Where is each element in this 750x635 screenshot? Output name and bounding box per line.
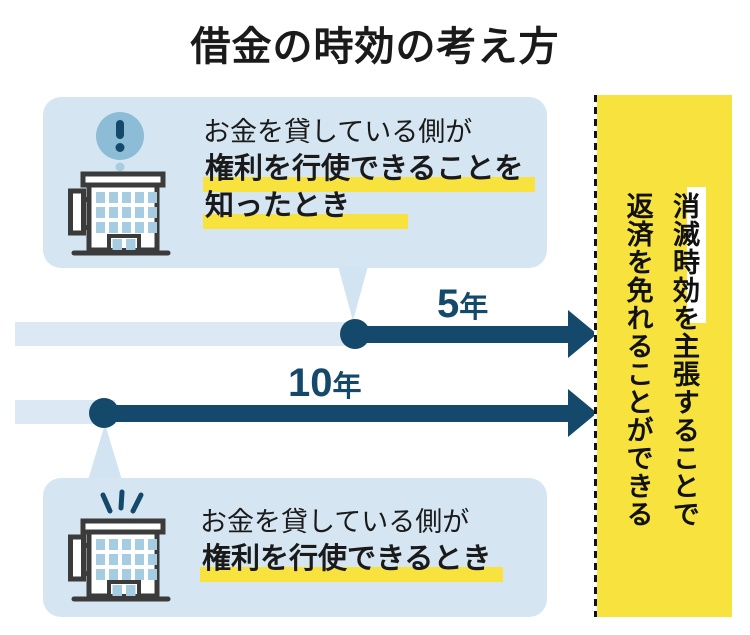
banner-dashed-border	[594, 95, 597, 617]
office-building-alert-icon	[68, 112, 171, 256]
page-title: 借金の時効の考え方	[190, 25, 560, 69]
banner-line1-rest: を主張することで	[669, 304, 699, 528]
top-callout-pointer	[338, 266, 368, 321]
top-callout-card: お金を貸している側が 権利を行使できることを 知ったとき	[43, 97, 547, 268]
start-dot-10y	[89, 398, 119, 428]
building-door	[107, 234, 141, 252]
timeline-track-5y	[15, 322, 360, 346]
building-icon	[68, 171, 171, 256]
top-card-line3-highlight: 知ったとき	[203, 190, 409, 229]
building-windows	[96, 539, 157, 580]
arrow-bar-5y	[352, 326, 570, 343]
top-card-line2-highlight: 権利を行使できることを	[203, 153, 536, 192]
building-windows	[96, 192, 157, 233]
label-10y-number: 10	[288, 361, 333, 405]
label-5y-unit: 年	[459, 292, 489, 324]
label-10y-unit: 年	[332, 371, 362, 403]
bottom-card-line2-highlight: 権利を行使できるとき	[200, 543, 504, 582]
bottom-card-text: お金を貸している側が 権利を行使できるとき	[200, 504, 504, 582]
building-door	[107, 580, 141, 598]
rays-icon	[100, 489, 144, 514]
top-card-text: お金を貸している側が 権利を行使できることを 知ったとき	[203, 114, 536, 229]
alert-bubble-icon	[96, 112, 144, 172]
banner-line2: 返済を免れることができる	[622, 192, 653, 528]
top-card-line1: お金を貸している側が	[203, 117, 473, 147]
start-dot-5y	[340, 319, 370, 349]
result-banner: 消滅時効を主張することで返済を免れることができる	[594, 95, 732, 617]
bottom-callout-pointer	[88, 424, 122, 480]
bottom-card-line1: お金を貸している側が	[200, 507, 470, 537]
banner-text: 消滅時効を主張することで返済を免れることができる	[614, 192, 707, 528]
arrow-head-10y	[568, 389, 597, 437]
label-5y: 5年	[437, 284, 488, 324]
office-building-rays-icon	[68, 489, 171, 602]
banner-term: 消滅時効	[669, 192, 699, 304]
arrow-bar-10y	[101, 405, 570, 422]
building-icon	[68, 518, 171, 602]
label-5y-number: 5	[437, 282, 460, 326]
label-10y: 10年	[288, 363, 362, 403]
banner-term-white-marker	[687, 187, 706, 323]
bottom-callout-card: お金を貸している側が 権利を行使できるとき	[43, 478, 547, 617]
arrow-head-5y	[568, 310, 597, 358]
